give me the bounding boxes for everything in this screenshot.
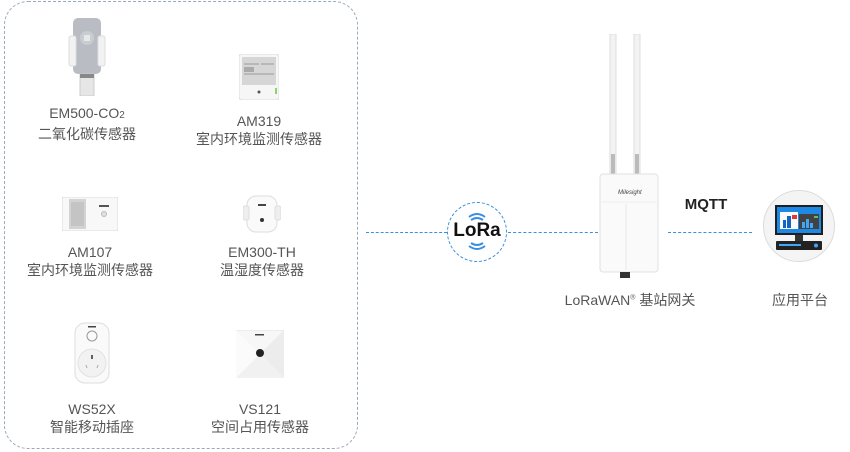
svg-text:Milesight: Milesight bbox=[618, 190, 642, 196]
computer-monitor-icon bbox=[775, 205, 823, 250]
smart-plug-icon bbox=[74, 322, 110, 384]
device-label: VS121 空间占用传感器 bbox=[175, 400, 345, 436]
lora-label: LoRa bbox=[453, 220, 501, 241]
device-label: AM107 室内环境监测传感器 bbox=[5, 243, 175, 279]
device-model: EM300-TH bbox=[228, 244, 296, 260]
device-desc: 智能移动插座 bbox=[50, 419, 134, 435]
device-desc: 室内环境监测传感器 bbox=[196, 131, 322, 147]
link-lora-to-gateway bbox=[508, 232, 598, 233]
occupancy-sensor-icon bbox=[236, 330, 284, 378]
platform-badge bbox=[763, 190, 835, 262]
registered-mark: ® bbox=[630, 294, 636, 302]
sensor-group-panel bbox=[4, 1, 358, 449]
wireless-signal-icon bbox=[468, 213, 486, 250]
lora-badge: LoRa bbox=[447, 202, 507, 262]
indoor-env-sensor-icon bbox=[239, 54, 279, 100]
device-desc: 室内环境监测传感器 bbox=[27, 262, 153, 278]
gateway-label-prefix: LoRaWAN bbox=[564, 292, 631, 308]
link-gateway-to-platform bbox=[668, 232, 752, 233]
device-label: EM500-CO2 二氧化碳传感器 bbox=[2, 104, 172, 143]
device-label: WS52X 智能移动插座 bbox=[7, 400, 177, 436]
device-model: AM107 bbox=[67, 244, 113, 260]
device-model-subscript: 2 bbox=[119, 110, 125, 121]
device-label: AM319 室内环境监测传感器 bbox=[174, 112, 344, 148]
device-label: EM300-TH 温湿度传感器 bbox=[177, 243, 347, 279]
device-model: AM319 bbox=[236, 113, 282, 129]
device-desc: 温湿度传感器 bbox=[220, 262, 304, 278]
device-desc: 空间占用传感器 bbox=[211, 419, 309, 435]
device-model: EM500-CO bbox=[49, 105, 120, 121]
gateway-label: LoRaWAN® 基站网关 bbox=[560, 290, 700, 310]
platform-label: 应用平台 bbox=[772, 292, 828, 308]
device-desc: 二氧化碳传感器 bbox=[38, 126, 136, 142]
link-sensors-to-lora bbox=[366, 232, 447, 233]
temp-humidity-sensor-icon bbox=[243, 195, 281, 233]
device-model: VS121 bbox=[238, 401, 282, 417]
gateway-label-suffix: 基站网关 bbox=[635, 292, 696, 308]
mqtt-label: MQTT bbox=[684, 196, 728, 213]
gateway-icon: Milesight bbox=[599, 34, 659, 278]
co2-sensor-icon bbox=[68, 18, 106, 96]
device-model: WS52X bbox=[68, 401, 116, 417]
indoor-env-sensor-icon bbox=[62, 197, 118, 231]
